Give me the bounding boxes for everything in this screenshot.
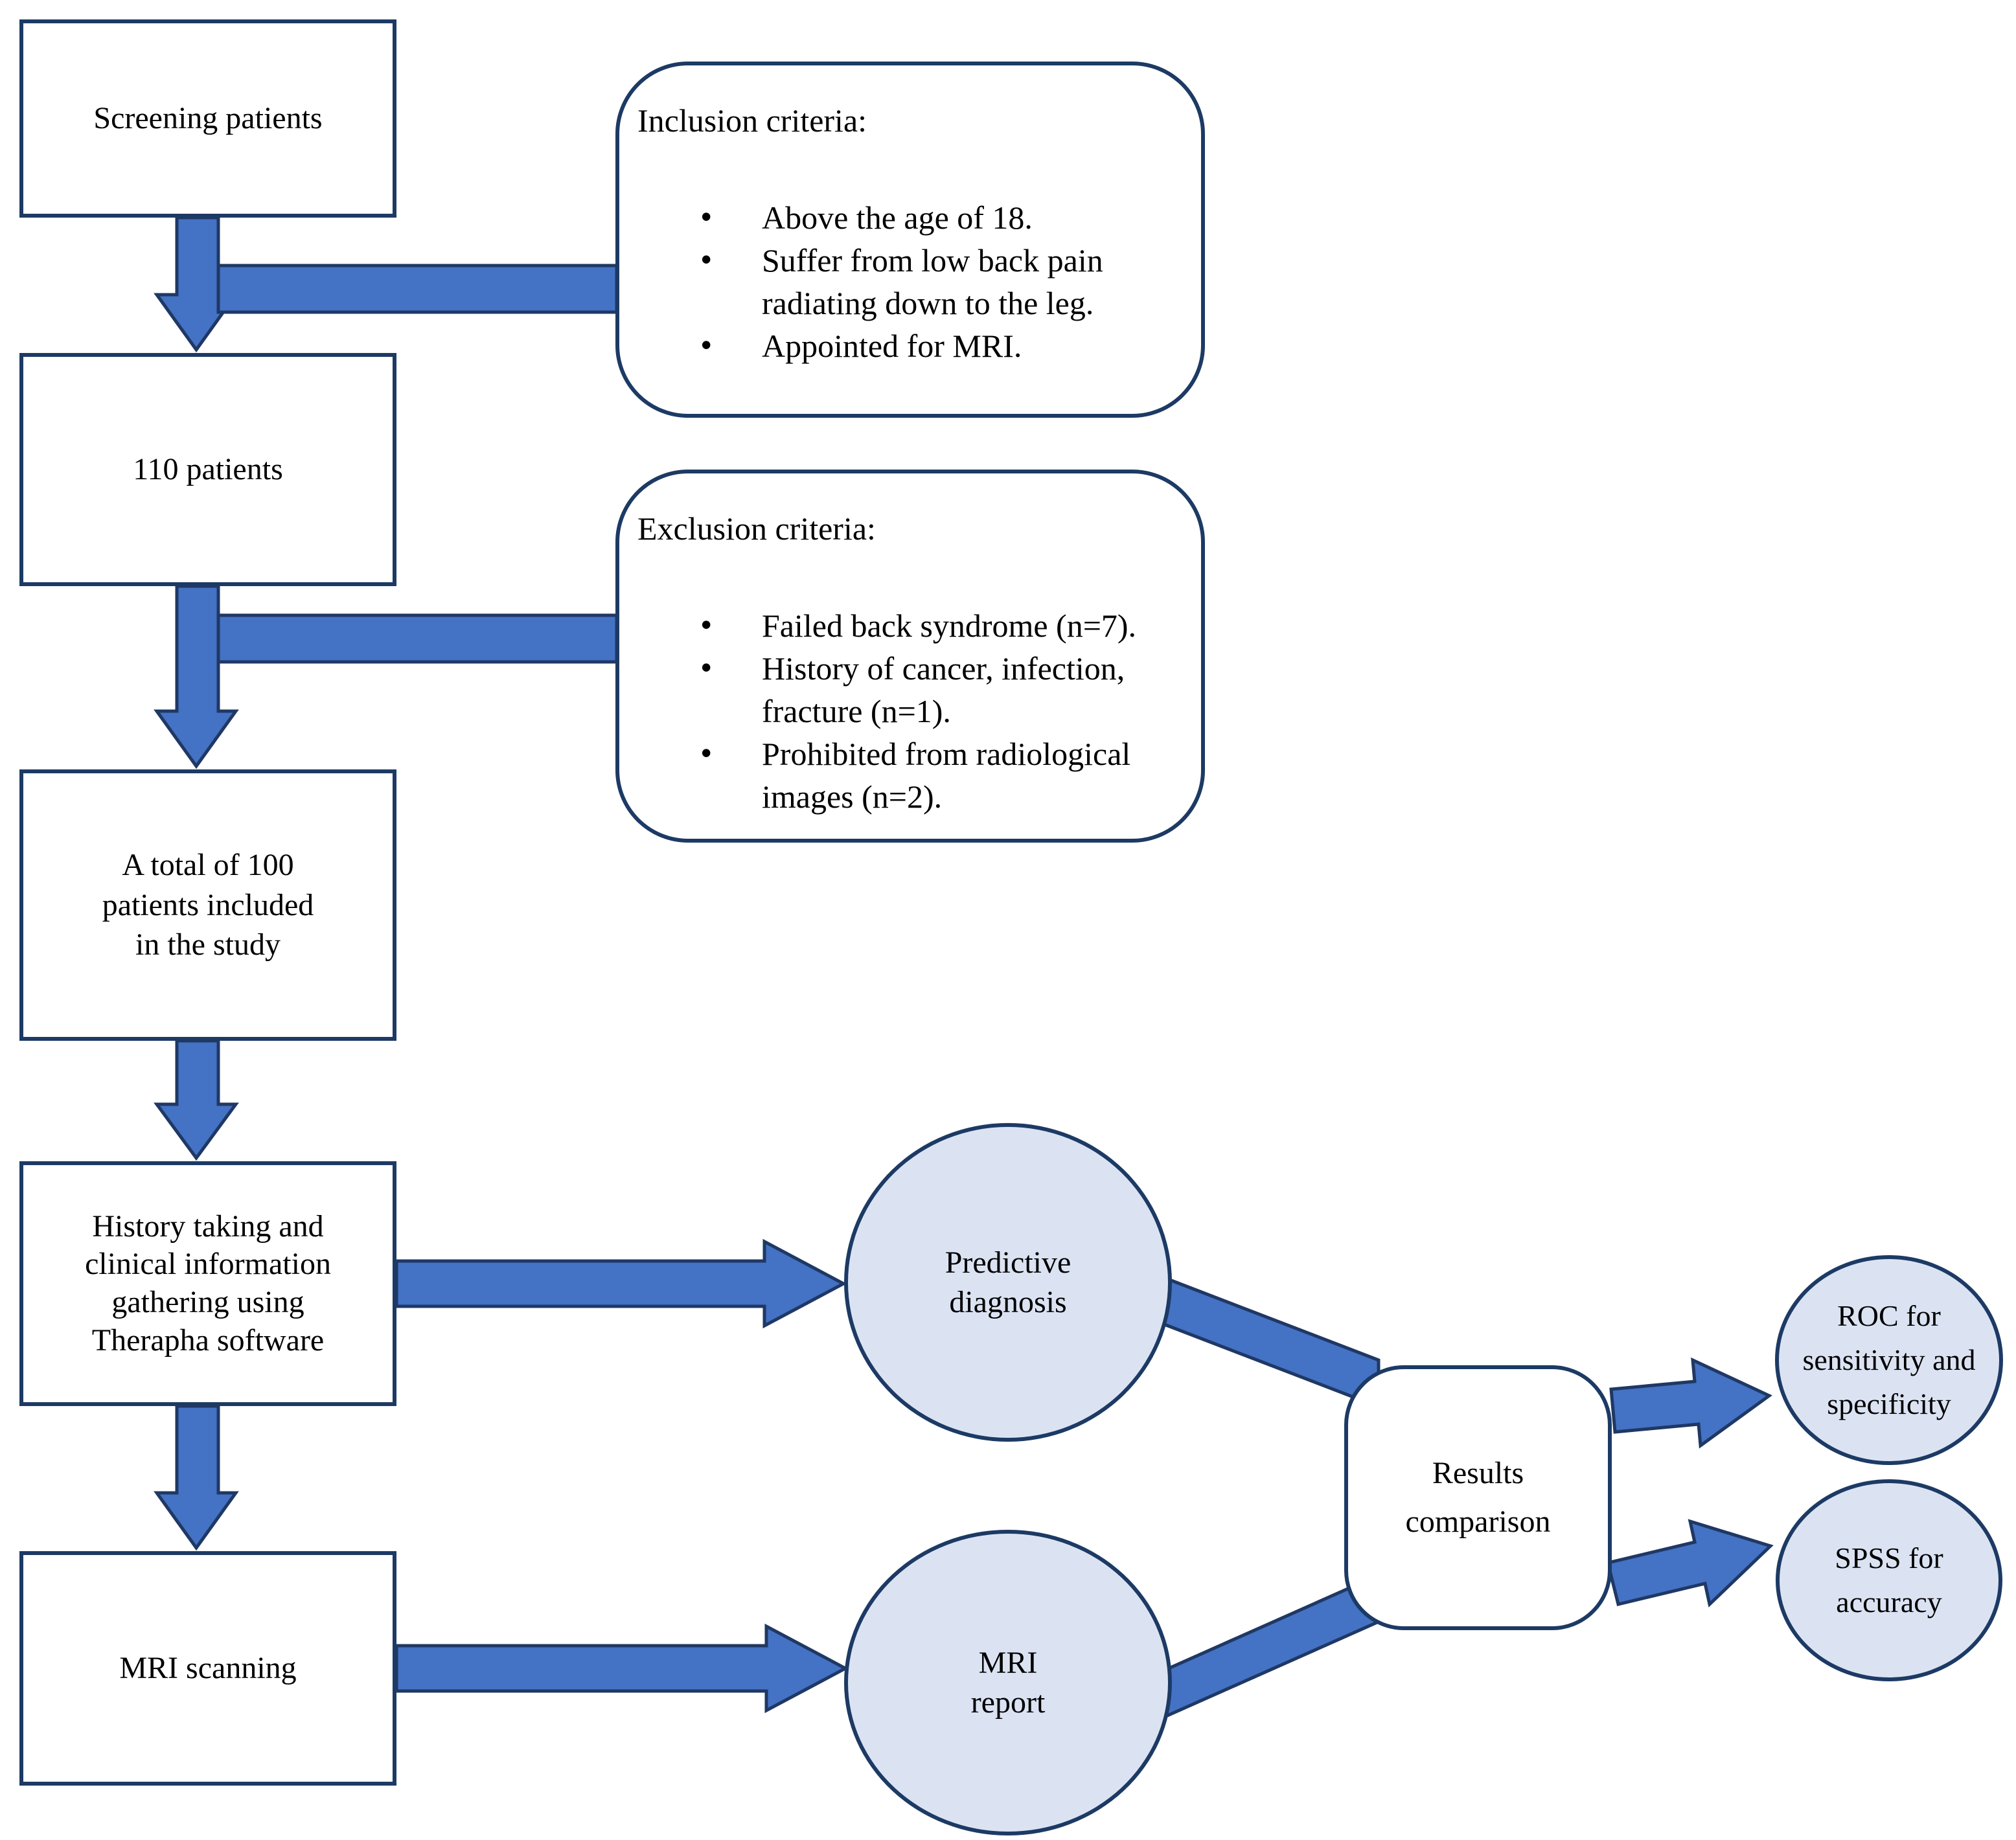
flowchart-node-screening-patients: Screening patients bbox=[19, 19, 396, 218]
node-label: 110 patients bbox=[133, 452, 283, 487]
flowchart-node-mri-report: MRI report bbox=[844, 1530, 1172, 1835]
node-label: Screening patients bbox=[93, 101, 323, 136]
right-arrow-icon-mriscan-to-report bbox=[395, 1623, 849, 1714]
right-arrow-icon-results-to-spss bbox=[1605, 1519, 1774, 1607]
branch-connector-inclusion bbox=[216, 264, 619, 314]
right-arrow-icon-history-to-predictive bbox=[395, 1238, 847, 1329]
node-label-line: gathering using bbox=[111, 1285, 304, 1319]
node-label-line: report bbox=[970, 1685, 1046, 1720]
list-item: Prohibited from radiological images (n=2… bbox=[700, 731, 1183, 818]
node-label-line: Predictive bbox=[945, 1245, 1071, 1280]
flowchart-node-110-patients: 110 patients bbox=[19, 353, 396, 586]
node-label: MRI scanning bbox=[119, 1651, 297, 1686]
flowchart-node-total-100-patients: A total of 100 patients included in the … bbox=[19, 769, 396, 1041]
node-label-line: sensitivity and bbox=[1802, 1343, 1976, 1376]
flowchart-node-mri-scanning: MRI scanning bbox=[19, 1551, 396, 1786]
branch-connector-exclusion bbox=[216, 613, 619, 664]
list-item: Failed back syndrome (n=7). bbox=[700, 603, 1183, 648]
flowchart-node-roc: ROC for sensitivity and specificity bbox=[1775, 1255, 2003, 1465]
node-label-line: patients included bbox=[102, 887, 314, 922]
flowchart-node-results-comparison: Results comparison bbox=[1344, 1365, 1612, 1630]
node-label-line: clinical information bbox=[85, 1247, 331, 1282]
node-label-line: History taking and bbox=[92, 1209, 324, 1244]
down-arrow-icon-1 bbox=[154, 216, 239, 353]
flowchart-node-history-taking: History taking and clinical information … bbox=[19, 1161, 396, 1406]
inclusion-criteria-list: Above the age of 18. Suffer from low bac… bbox=[637, 195, 1183, 368]
node-label-line: diagnosis bbox=[949, 1285, 1067, 1319]
down-arrow-icon-2 bbox=[154, 584, 239, 769]
node-label-line: ROC for bbox=[1837, 1299, 1941, 1332]
exclusion-criteria-list: Failed back syndrome (n=7). History of c… bbox=[637, 603, 1183, 818]
list-item: Appointed for MRI. bbox=[700, 323, 1183, 368]
node-label-line: in the study bbox=[135, 927, 281, 962]
down-arrow-icon-4 bbox=[154, 1404, 239, 1551]
right-arrow-icon-results-to-roc bbox=[1609, 1357, 1772, 1449]
diagonal-connector-report-to-results bbox=[1161, 1573, 1380, 1720]
node-label-line: SPSS for bbox=[1835, 1541, 1943, 1574]
diagonal-connector-predictive-to-results bbox=[1161, 1275, 1380, 1409]
node-label-line: MRI bbox=[978, 1645, 1038, 1680]
node-label-line: Results bbox=[1432, 1455, 1524, 1490]
node-label-line: specificity bbox=[1827, 1387, 1951, 1421]
node-label-line: Therapha software bbox=[91, 1323, 325, 1357]
node-label-line: comparison bbox=[1405, 1504, 1551, 1539]
list-item: Suffer from low back pain radiating down… bbox=[700, 238, 1183, 324]
exclusion-criteria-box: Exclusion criteria: Failed back syndrome… bbox=[615, 470, 1205, 843]
flowchart-node-spss: SPSS for accuracy bbox=[1776, 1479, 2002, 1681]
node-label-line: accuracy bbox=[1836, 1585, 1942, 1619]
flowchart-node-predictive-diagnosis: Predictive diagnosis bbox=[844, 1123, 1172, 1442]
inclusion-criteria-box: Inclusion criteria: Above the age of 18.… bbox=[615, 62, 1205, 418]
node-label-line: A total of 100 bbox=[122, 848, 294, 883]
exclusion-criteria-title: Exclusion criteria: bbox=[637, 510, 876, 547]
list-item: Above the age of 18. bbox=[700, 195, 1183, 240]
inclusion-criteria-title: Inclusion criteria: bbox=[637, 102, 867, 139]
list-item: History of cancer, infection, fracture (… bbox=[700, 646, 1183, 733]
down-arrow-icon-3 bbox=[154, 1039, 239, 1161]
